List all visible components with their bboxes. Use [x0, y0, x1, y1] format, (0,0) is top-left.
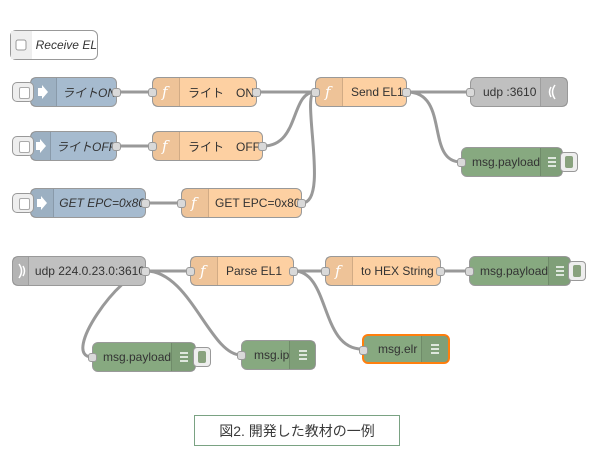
- udp-out-node[interactable]: udp :3610: [466, 77, 568, 107]
- output-port[interactable]: [112, 88, 121, 97]
- wire-send-to-debug: [406, 90, 462, 164]
- node-label: msg.payload: [472, 155, 541, 169]
- function-icon: f: [153, 132, 180, 160]
- node-label: Parse EL1: [226, 264, 283, 278]
- to-hex-function-node[interactable]: f to HEX String: [321, 256, 445, 286]
- node-label: udp :3610: [483, 85, 537, 99]
- node-label: udp 224.0.23.0:3610: [34, 264, 145, 278]
- function-icon: f: [316, 78, 343, 106]
- light-off-inject-node[interactable]: ライトOFF: [12, 131, 121, 161]
- get-epc-function-node[interactable]: f GET EPC=0x80: [177, 188, 306, 218]
- input-port[interactable]: [88, 353, 97, 362]
- output-port[interactable]: [252, 88, 261, 97]
- debug-list-icon: [289, 341, 315, 369]
- comment-label: Receive EL: [35, 38, 97, 52]
- output-port[interactable]: [436, 267, 445, 276]
- svg-text:f: f: [161, 137, 170, 155]
- debug-hex-payload-node[interactable]: msg.payload: [465, 256, 586, 286]
- wire-func-off-to-send: [262, 90, 316, 148]
- input-port[interactable]: [148, 142, 157, 151]
- udp-in-node[interactable]: udp 224.0.23.0:3610: [12, 256, 150, 286]
- wire-parse-to-elr: [293, 269, 363, 351]
- input-port[interactable]: [177, 199, 186, 208]
- input-port[interactable]: [466, 88, 475, 97]
- light-on-function-node[interactable]: f ライト ON: [148, 77, 261, 107]
- broadcast-icon: [13, 257, 29, 285]
- inject-button[interactable]: [12, 193, 34, 213]
- output-port[interactable]: [258, 142, 267, 151]
- wire-func-epc-to-send: [301, 90, 316, 205]
- function-icon: f: [182, 189, 209, 217]
- output-port[interactable]: [402, 88, 411, 97]
- debug-list-icon: [548, 257, 570, 285]
- node-label: msg.payload: [480, 264, 549, 278]
- parse-el1-function-node[interactable]: f Parse EL1: [186, 256, 298, 286]
- function-icon: f: [191, 257, 218, 285]
- input-port[interactable]: [237, 351, 246, 360]
- node-label: ライトOFF: [56, 139, 116, 154]
- figure-caption: 図2. 開発した教材の一例: [194, 415, 400, 446]
- arrow-in-icon: [31, 78, 57, 106]
- node-label: GET EPC=0x80: [215, 196, 301, 210]
- output-port[interactable]: [112, 142, 121, 151]
- output-port[interactable]: [297, 199, 306, 208]
- get-epc-inject-node[interactable]: GET EPC=0x80: [12, 188, 150, 218]
- input-port[interactable]: [148, 88, 157, 97]
- debug-list-icon: [171, 343, 195, 371]
- output-port[interactable]: [141, 267, 150, 276]
- node-label: ライトON: [61, 85, 116, 100]
- svg-text:f: f: [324, 83, 333, 101]
- svg-text:f: f: [334, 262, 343, 280]
- node-label: ライト OFF: [188, 139, 260, 154]
- inject-button[interactable]: [12, 136, 34, 156]
- debug-ip-node[interactable]: msg.ip: [237, 340, 316, 370]
- debug-list-icon: [421, 336, 448, 362]
- debug-toggle-button[interactable]: [568, 261, 586, 281]
- light-on-inject-node[interactable]: ライトON: [12, 77, 121, 107]
- node-label: to HEX String: [361, 264, 434, 278]
- broadcast-icon: [540, 78, 567, 106]
- receive-el-comment-node[interactable]: Receive EL: [10, 30, 98, 60]
- function-icon: f: [326, 257, 353, 285]
- debug-toggle-button[interactable]: [560, 152, 578, 172]
- inject-button[interactable]: [12, 82, 34, 102]
- debug-payload-node[interactable]: msg.payload: [88, 342, 211, 372]
- svg-text:f: f: [199, 262, 208, 280]
- wire-udpin-to-ip: [145, 269, 242, 357]
- node-label: msg.ip: [254, 348, 290, 362]
- light-off-function-node[interactable]: f ライト OFF: [148, 131, 267, 161]
- comment-icon: [11, 31, 32, 59]
- output-port[interactable]: [289, 267, 298, 276]
- debug-toggle-button[interactable]: [193, 347, 211, 367]
- debug-list-icon: [540, 148, 562, 176]
- input-port[interactable]: [186, 267, 195, 276]
- input-port[interactable]: [311, 88, 320, 97]
- send-el1-function-node[interactable]: f Send EL1: [311, 77, 411, 107]
- node-label: msg.elr: [378, 342, 418, 356]
- arrow-in-icon: [31, 132, 51, 160]
- function-icon: f: [153, 78, 180, 106]
- arrow-in-icon: [31, 189, 55, 217]
- input-port[interactable]: [359, 346, 368, 355]
- debug-elr-node[interactable]: msg.elr: [359, 334, 450, 364]
- svg-text:f: f: [190, 194, 199, 212]
- node-label: msg.payload: [103, 350, 172, 364]
- output-port[interactable]: [141, 199, 150, 208]
- node-label: GET EPC=0x80: [59, 196, 145, 210]
- node-label: Send EL1: [351, 85, 404, 99]
- svg-text:f: f: [161, 83, 170, 101]
- debug-top-payload-node[interactable]: msg.payload: [457, 147, 578, 177]
- input-port[interactable]: [465, 267, 474, 276]
- input-port[interactable]: [321, 267, 330, 276]
- input-port[interactable]: [457, 158, 466, 167]
- node-label: ライト ON: [188, 85, 255, 100]
